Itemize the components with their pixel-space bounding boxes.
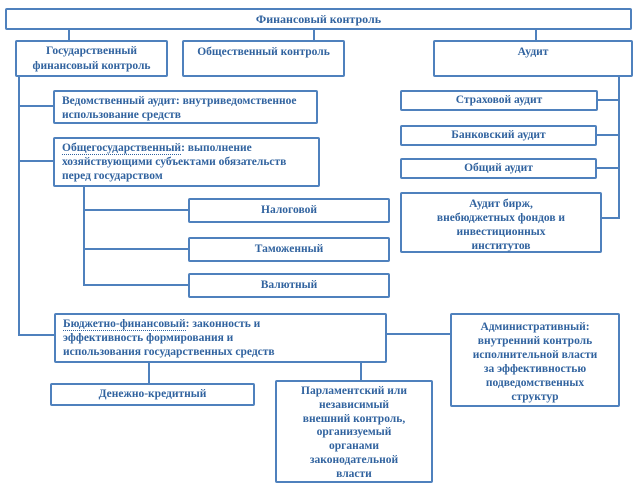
connector-to-exchange <box>602 217 620 219</box>
node-label: Парламентский или независимый внешний ко… <box>301 385 407 480</box>
node-insurance-audit: Страховой аудит <box>400 90 598 111</box>
node-label: Налоговой <box>261 204 317 217</box>
node-parliamentary-control: Парламентский или независимый внешний ко… <box>275 380 433 483</box>
node-label: Общественный контроль <box>197 46 330 58</box>
node-tax-control: Налоговой <box>188 198 390 223</box>
node-financial-control: Финансовый контроль <box>5 8 632 30</box>
connector-to-tax <box>83 209 188 211</box>
node-public-control: Общественный контроль <box>182 40 345 77</box>
node-label: Банковский аудит <box>451 129 546 142</box>
node-label: : законность и эффективность формировани… <box>63 318 275 359</box>
connector-to-monetary <box>148 363 150 383</box>
connector-to-currency <box>83 284 188 286</box>
connector-to-budget <box>18 334 54 336</box>
connector-top-to-audit <box>535 28 537 40</box>
node-label: Административный: внутренний контроль ис… <box>472 321 598 404</box>
node-administrative-control: Административный: внутренний контроль ис… <box>450 313 620 407</box>
node-state-financial-control: Государственный финансовый контроль <box>15 40 168 77</box>
node-label: Страховой аудит <box>455 94 543 107</box>
node-exchange-funds-audit: Аудит бирж, внебюджетных фондов и инвест… <box>400 192 602 253</box>
connector-top-to-public <box>313 28 315 40</box>
node-label: Ведомственный аудит: внутриведомственное… <box>62 95 297 122</box>
node-nationwide-control: Общегосударственный: выполнение хозяйств… <box>53 137 320 187</box>
connector-to-departmental <box>18 105 53 107</box>
node-monetary-credit-control: Денежно-кредитный <box>50 383 255 406</box>
connector-state-trunk <box>18 77 20 336</box>
connector-to-insurance <box>598 99 620 101</box>
node-label: Денежно-кредитный <box>98 388 207 401</box>
connector-to-customs <box>83 248 188 250</box>
node-audit: Аудит <box>433 40 633 77</box>
node-label-lead: Бюджетно-финансовый <box>63 318 186 331</box>
node-label: Таможенный <box>254 243 324 256</box>
node-label: Валютный <box>260 279 318 292</box>
node-currency-control: Валютный <box>188 273 390 298</box>
connector-top-to-state <box>68 28 70 40</box>
connector-to-nationwide <box>18 160 53 162</box>
connector-audit-trunk <box>618 77 620 219</box>
node-label: Аудит бирж, внебюджетных фондов и инвест… <box>436 198 566 253</box>
node-general-audit: Общий аудит <box>400 158 597 179</box>
connector-to-administrative <box>387 333 450 335</box>
node-label: Финансовый контроль <box>255 11 382 26</box>
node-departmental-audit: Ведомственный аудит: внутриведомственное… <box>53 90 318 124</box>
node-label-lead: Общегосударственный <box>62 142 182 155</box>
node-banking-audit: Банковский аудит <box>400 125 597 146</box>
node-label: Государственный финансовый контроль <box>32 45 151 72</box>
node-label: Общий аудит <box>464 162 533 175</box>
node-customs-control: Таможенный <box>188 237 390 262</box>
connector-nationwide-trunk <box>83 187 85 286</box>
node-label: : выполнение хозяйствующими субъектами о… <box>62 142 287 183</box>
connector-to-general <box>597 167 620 169</box>
node-label: Аудит <box>517 46 549 58</box>
connector-to-banking <box>597 134 620 136</box>
connector-to-parliamentary <box>360 363 362 380</box>
node-budget-financial-control: Бюджетно-финансовый: законность и эффект… <box>54 313 387 363</box>
